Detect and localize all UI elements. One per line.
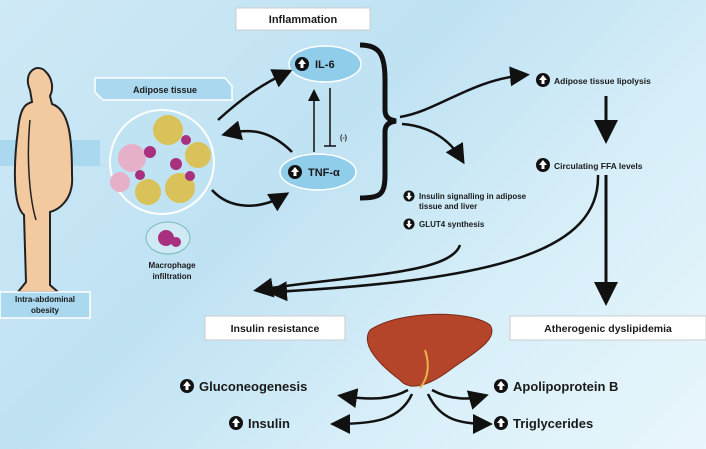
dyslipidemia-box (509, 315, 706, 341)
apolipoprotein-label: Apolipoprotein B (513, 379, 618, 394)
obese-person-figure (13, 67, 74, 293)
insulin-signalling-label-1: Insulin signalling in adipose (419, 192, 527, 201)
obesity-box (0, 291, 91, 319)
il6-label: IL-6 (315, 59, 335, 71)
arrow-up-icon (536, 73, 550, 87)
insulin-signalling-label-2: tissue and liver (419, 202, 477, 211)
il6-ellipse (288, 45, 362, 83)
inflammation-box (235, 7, 371, 31)
obesity-label-1: Intra-abdominal (15, 295, 75, 304)
liver-image (366, 313, 493, 389)
dyslipidemia-label: Atherogenic dyslipidemia (544, 323, 672, 335)
arrow-up-icon (536, 158, 550, 172)
inhibition-label: (-) (340, 135, 347, 142)
insulin-resistance-box (204, 315, 346, 341)
macrophage-label-2: infiltration (152, 272, 191, 281)
arrow-up-icon (494, 379, 508, 393)
macrophage-label-1: Macrophage (148, 261, 196, 270)
arrow-up-icon (288, 165, 302, 179)
arrow-up-icon (229, 416, 243, 430)
macrophage-image (145, 221, 191, 255)
arrow-down-icon (403, 218, 415, 230)
lipolysis-label: Adipose tissue lipolysis (554, 76, 651, 86)
adipose-tissue-image (109, 109, 215, 215)
arrow-up-icon (180, 379, 194, 393)
ffa-label: Circulating FFA levels (554, 161, 643, 171)
inflammation-title: Inflammation (269, 14, 338, 26)
insulin-label: Insulin (248, 416, 290, 431)
triglycerides-label: Triglycerides (513, 416, 593, 431)
glut4-label: GLUT4 synthesis (419, 220, 485, 229)
brace (359, 42, 397, 201)
arrow-up-icon (295, 57, 309, 71)
adipose-tissue-label: Adipose tissue (133, 85, 197, 95)
arrow-down-icon (403, 190, 415, 202)
gluconeogenesis-label: Gluconeogenesis (199, 379, 307, 394)
tnf-label: TNF-α (308, 167, 340, 179)
arrow-up-icon (494, 416, 508, 430)
obesity-label-2: obesity (31, 306, 60, 315)
adipose-tissue-box (94, 77, 233, 101)
tnf-ellipse (279, 153, 357, 191)
insulin-resistance-label: Insulin resistance (231, 323, 320, 335)
